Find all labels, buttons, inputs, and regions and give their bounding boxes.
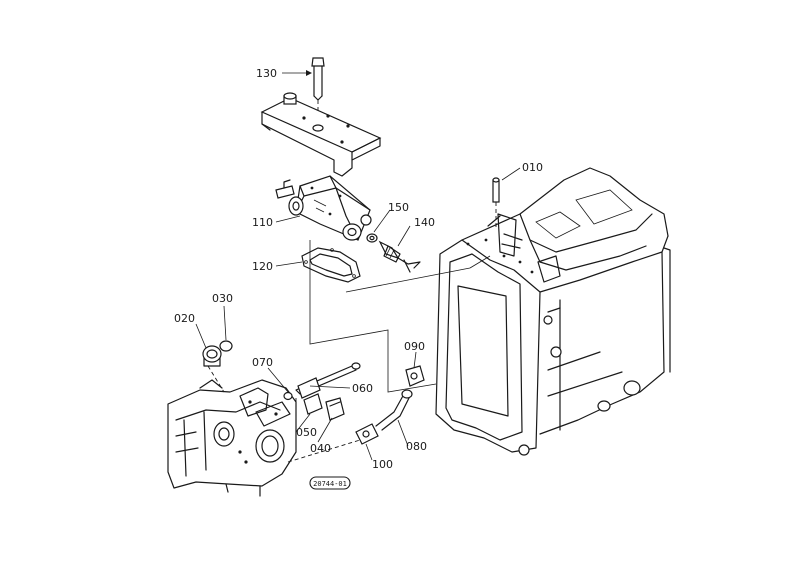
gasket-120-drawing[interactable]	[301, 247, 361, 283]
cam-040-drawing[interactable]	[325, 397, 345, 421]
label-100: 100	[372, 458, 393, 471]
label-020: 020	[174, 312, 195, 325]
label-140: 140	[414, 216, 435, 229]
shaft-060-drawing[interactable]	[295, 362, 361, 399]
label-030: 030	[212, 292, 233, 305]
dash-lever-path	[287, 439, 361, 463]
drawing-ref-text: 20744-01	[313, 480, 347, 488]
cover-plate-drawing[interactable]	[260, 92, 382, 177]
label-050: 050	[296, 426, 317, 439]
label-060: 060	[352, 382, 373, 395]
label-110: 110	[252, 216, 273, 229]
label-120: 120	[252, 260, 273, 273]
plug-020-drawing[interactable]	[202, 345, 225, 393]
washer-150-drawing[interactable]	[366, 233, 378, 243]
fitting-090-drawing[interactable]	[405, 365, 425, 387]
callout-leaders	[195, 70, 521, 461]
washer-030-drawing[interactable]	[219, 340, 233, 352]
label-040: 040	[310, 442, 331, 455]
label-130: 130	[256, 67, 277, 80]
valve-body-110-drawing[interactable]	[275, 175, 372, 241]
detent-050-drawing[interactable]	[295, 393, 323, 430]
label-070: 070	[252, 356, 273, 369]
washer-070-drawing[interactable]	[283, 391, 293, 401]
fitting-100-drawing[interactable]	[355, 423, 379, 445]
pipe-080-drawing[interactable]	[375, 389, 413, 431]
label-080: 080	[406, 440, 427, 453]
transmission-case-drawing[interactable]	[435, 167, 671, 456]
label-150: 150	[388, 201, 409, 214]
switch-140-drawing[interactable]	[378, 240, 421, 273]
drawing-ref-badge: 20744-01	[309, 476, 351, 490]
front-housing-drawing[interactable]	[167, 379, 297, 497]
assembly-leader-lines	[309, 240, 491, 393]
label-090: 090	[404, 340, 425, 353]
label-010: 010	[522, 161, 543, 174]
